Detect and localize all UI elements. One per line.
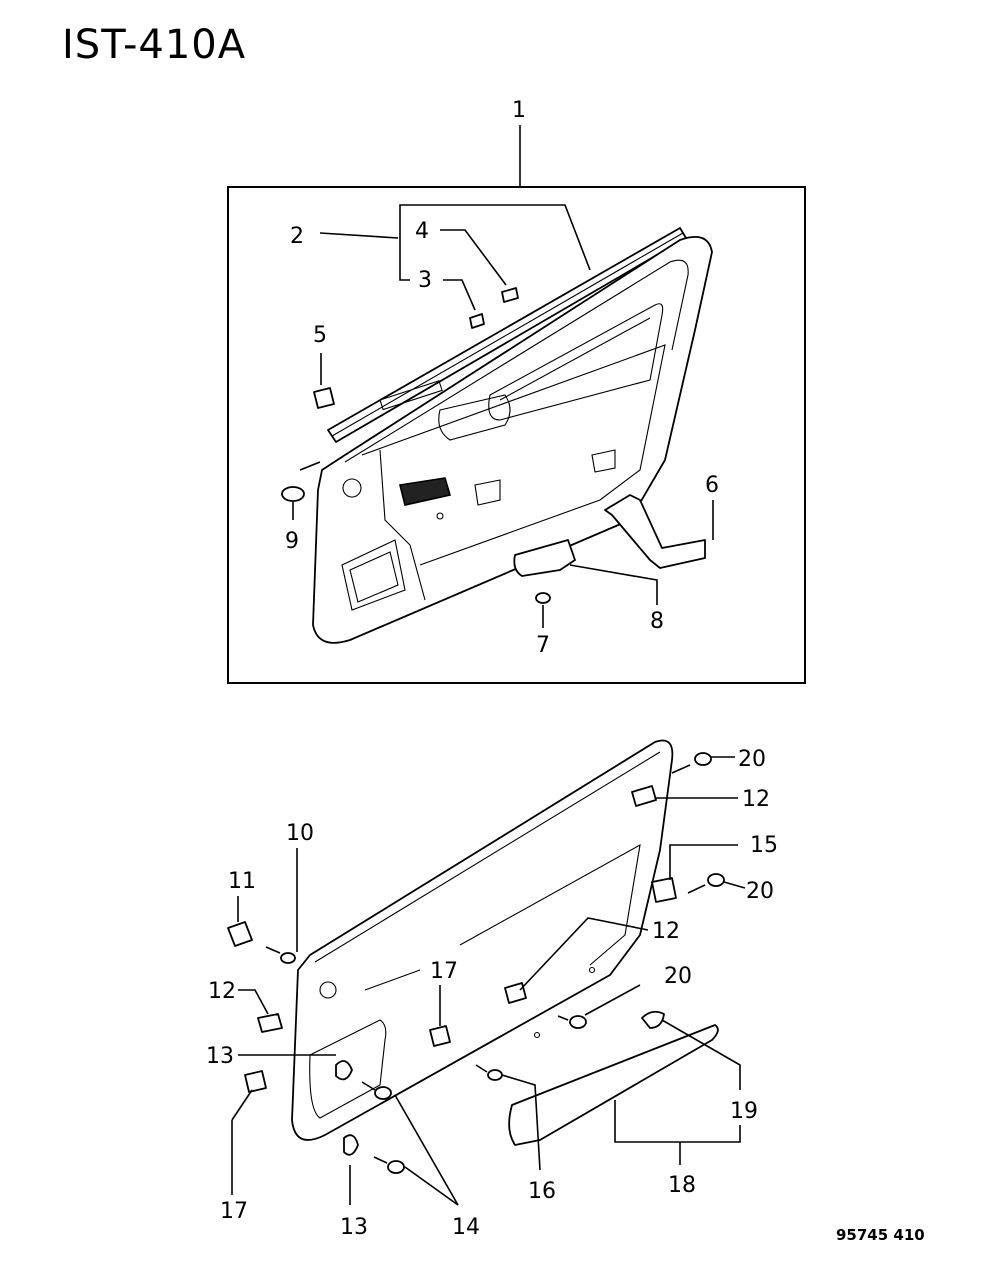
callout-13-top: 13: [206, 1044, 234, 1069]
callout-10: 10: [286, 821, 314, 846]
callout-20-mid: 20: [746, 879, 774, 904]
callout-12-left: 12: [208, 979, 236, 1004]
screw-20-low: [557, 984, 641, 1029]
callout-20-low: 20: [664, 964, 692, 989]
callout-17-bottom: 17: [220, 1199, 248, 1224]
callout-6: 6: [705, 473, 719, 498]
callout-9: 9: [285, 529, 299, 554]
callout-16: 16: [528, 1179, 556, 1204]
lower-trim-piece: [604, 494, 706, 569]
callout-19: 19: [730, 1099, 758, 1124]
assembly-frame: [227, 186, 806, 684]
handle-bezel: [513, 539, 576, 577]
callout-14: 14: [452, 1215, 480, 1240]
lower-door-panel: [291, 739, 674, 1141]
callout-11: 11: [228, 869, 256, 894]
callout-18: 18: [668, 1173, 696, 1198]
callout-3: 3: [418, 268, 432, 293]
screw-20-top: [671, 752, 735, 774]
callout-12-mid: 12: [652, 919, 680, 944]
callout-4: 4: [415, 219, 429, 244]
callout-20-top: 20: [738, 747, 766, 772]
document-number: 95745 410: [836, 1226, 925, 1244]
callout-7: 7: [536, 633, 550, 658]
callout-17-top: 17: [430, 959, 458, 984]
callout-2: 2: [290, 224, 304, 249]
callout-8: 8: [650, 609, 664, 634]
trim-strip: [508, 1024, 719, 1146]
callout-12-top: 12: [742, 787, 770, 812]
callout-1: 1: [512, 98, 526, 123]
callout-13-bottom: 13: [340, 1215, 368, 1240]
screw-20-mid: [687, 873, 746, 894]
diagram-title: IST-410A: [62, 22, 247, 68]
callout-15: 15: [750, 833, 778, 858]
callout-5: 5: [313, 323, 327, 348]
